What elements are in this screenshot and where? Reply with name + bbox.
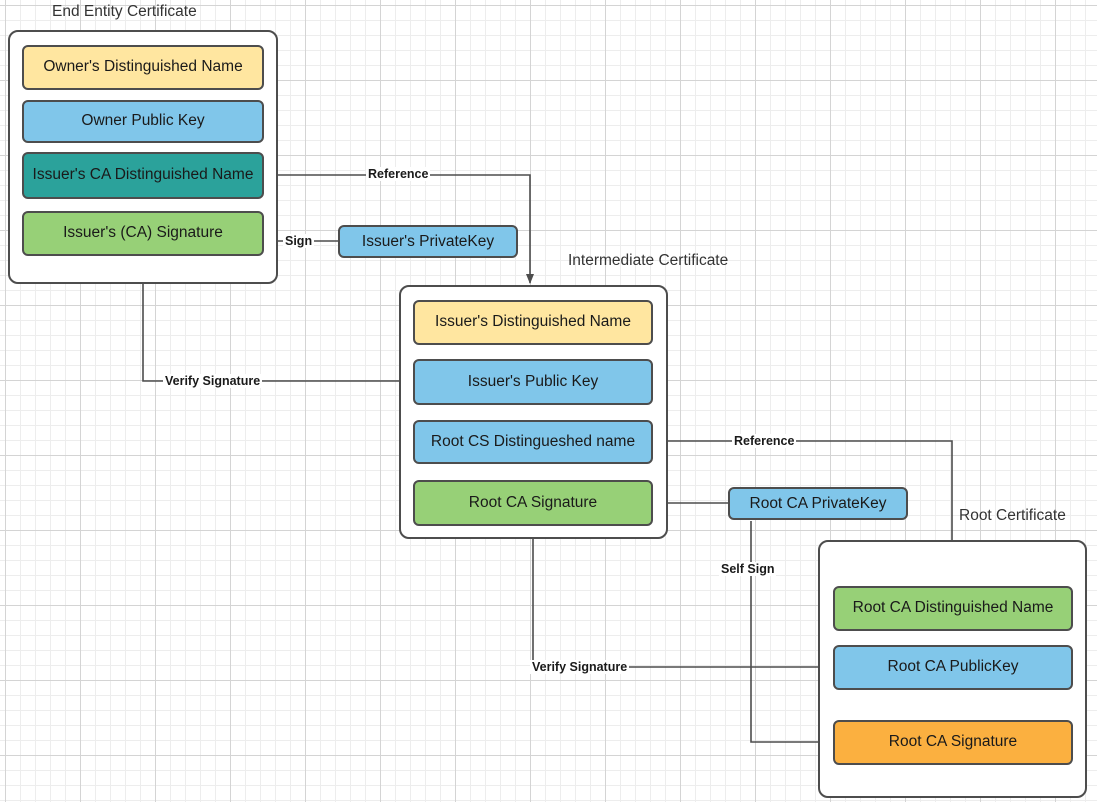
edge-label-sign: Sign: [283, 234, 315, 248]
edge-label-self-sign: Self Sign: [719, 562, 777, 576]
intermediate-field-root-ca-signature[interactable]: Root CA Signature: [413, 480, 653, 526]
edge-label-verify-signature-top: Verify Signature: [163, 374, 263, 388]
end-entity-field-owner-public-key[interactable]: Owner Public Key: [22, 100, 264, 143]
root-field-root-ca-distinguished-name[interactable]: Root CA Distinguished Name: [833, 586, 1073, 631]
issuer-private-key-box[interactable]: Issuer's PrivateKey: [338, 225, 518, 258]
root-certificate-title: Root Certificate: [959, 507, 1066, 524]
end-entity-field-owner-distinguished-name[interactable]: Owner's Distinguished Name: [22, 45, 264, 90]
edge-label-reference-bottom: Reference: [732, 434, 797, 448]
end-entity-field-issuer-ca-distinguished-name[interactable]: Issuer's CA Distinguished Name: [22, 152, 264, 199]
intermediate-certificate-title: Intermediate Certificate: [568, 252, 729, 269]
intermediate-field-root-cs-distinguished-name[interactable]: Root CS Distingueshed name: [413, 420, 653, 464]
end-entity-field-issuer-ca-signature[interactable]: Issuer's (CA) Signature: [22, 211, 264, 256]
root-field-root-ca-public-key[interactable]: Root CA PublicKey: [833, 645, 1073, 690]
intermediate-field-issuer-distinguished-name[interactable]: Issuer's Distinguished Name: [413, 300, 653, 345]
edge-label-verify-signature-bottom: Verify Signature: [530, 660, 630, 674]
root-ca-private-key-box[interactable]: Root CA PrivateKey: [728, 487, 908, 520]
edge-label-reference-top: Reference: [366, 167, 431, 181]
intermediate-field-issuer-public-key[interactable]: Issuer's Public Key: [413, 359, 653, 405]
root-field-root-ca-signature[interactable]: Root CA Signature: [833, 720, 1073, 765]
edge-verify-signature-bottom: [529, 526, 833, 668]
end-entity-certificate-title: End Entity Certificate: [52, 3, 197, 20]
